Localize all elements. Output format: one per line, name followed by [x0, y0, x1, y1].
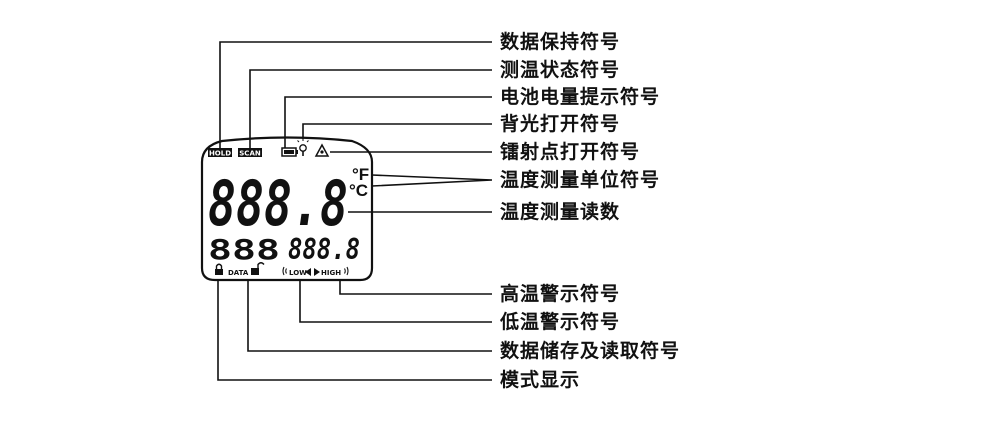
high-alarm-icon [344, 266, 349, 276]
mode-lock-icon [215, 263, 223, 275]
label-reading: 温度测量读数 [500, 201, 621, 223]
leader-battery [284, 96, 492, 148]
main-reading: 888.8 [208, 167, 348, 240]
right-arrow-icon [314, 268, 320, 276]
backlight-icon [297, 139, 309, 156]
label-laser: 镭射点打开符号 [500, 141, 641, 163]
hold-tag-box [208, 148, 232, 157]
mode-display: 888 [208, 233, 280, 266]
high-label: HIGH [321, 269, 341, 277]
label-data-store: 数据储存及读取符号 [500, 340, 681, 362]
leader-scan [249, 69, 492, 148]
left-arrow-icon [305, 268, 311, 276]
unit-celsius: °C [349, 181, 368, 200]
battery-icon [281, 147, 298, 157]
label-mode: 模式显示 [500, 369, 581, 391]
leader-data-store [247, 279, 492, 352]
leader-high-alarm [339, 279, 492, 295]
leader-low-alarm [299, 279, 492, 323]
scan-tag: SCAN [239, 150, 261, 158]
unit-fahrenheit: °F [352, 165, 369, 184]
label-backlight: 背光打开符号 [500, 113, 621, 135]
label-low-alarm: 低温警示符号 [500, 311, 621, 333]
label-high-alarm: 高温警示符号 [500, 283, 621, 305]
low-alarm-icon [282, 266, 287, 276]
scan-tag-box [238, 148, 262, 157]
hold-tag: HOLD [209, 150, 231, 158]
lcd-frame [200, 136, 374, 282]
data-label: DATA [228, 269, 249, 277]
label-battery: 电池电量提示符号 [500, 86, 661, 108]
sub-reading: 888.8 [288, 233, 360, 266]
label-scan: 测温状态符号 [500, 59, 621, 81]
leader-unit [371, 174, 493, 187]
leader-hold [219, 41, 492, 148]
label-hold: 数据保持符号 [500, 31, 621, 53]
leader-backlight [302, 123, 492, 139]
leader-mode [217, 279, 492, 381]
low-label: LOW [289, 269, 307, 277]
data-store-icon [251, 262, 265, 275]
laser-icon [314, 143, 330, 157]
label-unit: 温度测量单位符号 [500, 169, 661, 191]
